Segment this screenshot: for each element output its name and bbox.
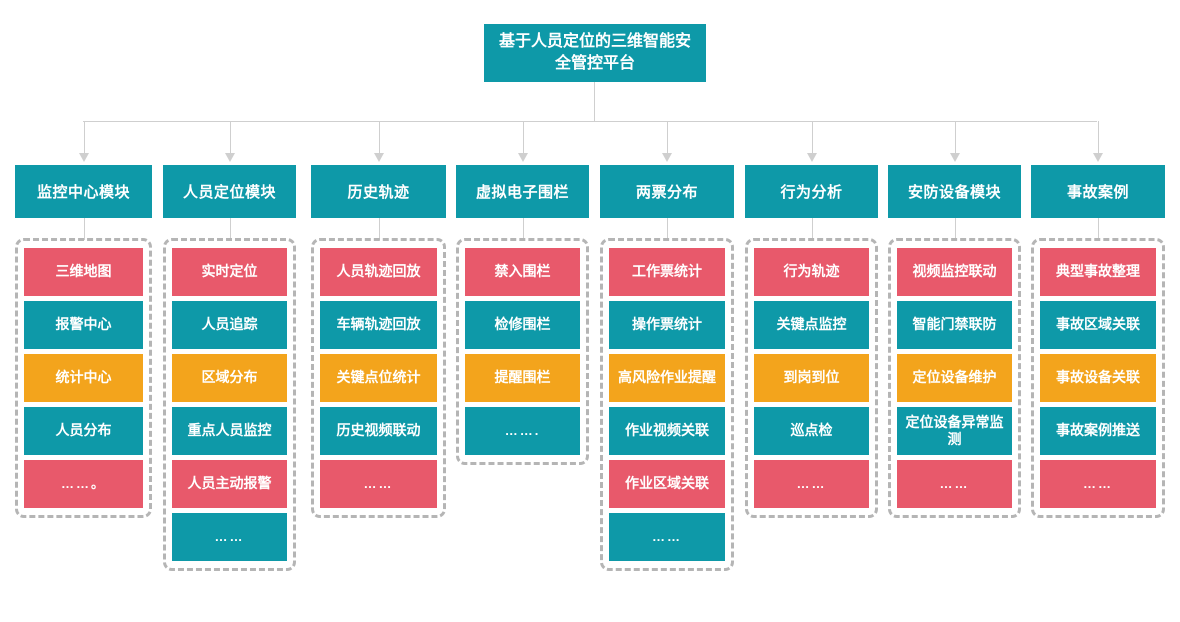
connector-arrow-4 [517,153,528,162]
connector-drop-7 [954,121,956,155]
leaf-ellipsis[interactable]: …… [320,460,437,508]
connector-arrow-2 [224,153,235,162]
column-7: 安防设备模块视频监控联动智能门禁联防定位设备维护定位设备异常监测 …… [888,165,1021,518]
column-2: 人员定位模块实时定位人员追踪区域分布重点人员监控人员主动报警 …… [163,165,296,571]
leaf-item[interactable]: 事故区域关联 [1040,301,1156,349]
connector-to-group-5 [667,218,668,240]
leaf-item[interactable]: 人员轨迹回放 [320,248,437,296]
leaf-ellipsis[interactable]: …… [1040,460,1156,508]
leaf-ellipsis[interactable]: …… [609,513,725,561]
column-5: 两票分布工作票统计操作票统计高风险作业提醒作业视频关联作业区域关联 …… [600,165,734,571]
connector-to-group-2 [229,218,231,240]
root-title-box: 基于人员定位的三维智能安全管控平台 [484,24,706,82]
leaf-item[interactable]: 事故案例推送 [1040,407,1156,455]
leaf-item[interactable]: 定位设备维护 [897,354,1012,402]
column-6: 行为分析行为轨迹关键点监控到岗到位巡点检 …… [745,165,878,518]
column-group-7: 视频监控联动智能门禁联防定位设备维护定位设备异常监测 …… [888,238,1021,518]
leaf-item[interactable]: 巡点检 [754,407,869,455]
leaf-item[interactable]: 行为轨迹 [754,248,869,296]
connector-to-group-6 [811,218,813,240]
leaf-item[interactable]: 高风险作业提醒 [609,354,725,402]
connector-to-group-1 [83,218,85,240]
column-header-2[interactable]: 人员定位模块 [163,165,296,218]
connector-to-group-4 [522,218,524,240]
leaf-item[interactable]: 典型事故整理 [1040,248,1156,296]
connector-arrow-1 [78,153,89,162]
leaf-ellipsis[interactable]: …… [172,513,287,561]
connector-to-group-3 [378,218,380,240]
column-3: 历史轨迹人员轨迹回放车辆轨迹回放关键点位统计历史视频联动 …… [311,165,446,518]
leaf-item[interactable]: 视频监控联动 [897,248,1012,296]
leaf-item[interactable]: 实时定位 [172,248,287,296]
connector-arrow-8 [1093,153,1103,162]
leaf-item[interactable]: 历史视频联动 [320,407,437,455]
leaf-item[interactable]: 工作票统计 [609,248,725,296]
column-group-3: 人员轨迹回放车辆轨迹回放关键点位统计历史视频联动 …… [311,238,446,518]
connector-bus-line [83,121,1097,122]
leaf-item[interactable]: 检修围栏 [465,301,580,349]
leaf-item[interactable]: 作业视频关联 [609,407,725,455]
column-header-3[interactable]: 历史轨迹 [311,165,446,218]
leaf-item[interactable]: 关键点监控 [754,301,869,349]
leaf-item[interactable]: 人员追踪 [172,301,287,349]
leaf-item[interactable]: 关键点位统计 [320,354,437,402]
leaf-item[interactable]: 区域分布 [172,354,287,402]
leaf-item[interactable]: 到岗到位 [754,354,869,402]
column-header-1[interactable]: 监控中心模块 [15,165,152,218]
column-group-6: 行为轨迹关键点监控到岗到位巡点检 …… [745,238,878,518]
connector-to-group-7 [954,218,956,240]
leaf-item[interactable]: 三维地图 [24,248,143,296]
column-group-8: 典型事故整理事故区域关联事故设备关联事故案例推送 …… [1031,238,1165,518]
leaf-ellipsis[interactable]: …… [897,460,1012,508]
connector-arrow-7 [949,153,960,162]
connector-drop-4 [522,121,524,155]
column-header-6[interactable]: 行为分析 [745,165,878,218]
connector-drop-6 [811,121,813,155]
leaf-ellipsis[interactable]: …… [754,460,869,508]
leaf-item[interactable]: 人员主动报警 [172,460,287,508]
column-header-8[interactable]: 事故案例 [1031,165,1165,218]
leaf-item[interactable]: 报警中心 [24,301,143,349]
leaf-item[interactable]: 智能门禁联防 [897,301,1012,349]
column-header-7[interactable]: 安防设备模块 [888,165,1021,218]
leaf-item[interactable]: 作业区域关联 [609,460,725,508]
connector-drop-5 [667,121,668,155]
column-header-5[interactable]: 两票分布 [600,165,734,218]
leaf-ellipsis[interactable]: ……。 [24,460,143,508]
leaf-item[interactable]: 车辆轨迹回放 [320,301,437,349]
connector-arrow-6 [806,153,817,162]
leaf-item[interactable]: 禁入围栏 [465,248,580,296]
leaf-item[interactable]: 人员分布 [24,407,143,455]
column-8: 事故案例典型事故整理事故区域关联事故设备关联事故案例推送 …… [1031,165,1165,518]
column-group-2: 实时定位人员追踪区域分布重点人员监控人员主动报警 …… [163,238,296,571]
column-group-4: 禁入围栏检修围栏提醒围栏 ……. [456,238,589,465]
leaf-ellipsis[interactable]: ……. [465,407,580,455]
connector-drop-2 [229,121,231,155]
leaf-item[interactable]: 提醒围栏 [465,354,580,402]
connector-drop-1 [83,121,85,155]
leaf-item[interactable]: 重点人员监控 [172,407,287,455]
connector-arrow-3 [373,153,384,162]
column-1: 监控中心模块三维地图报警中心统计中心人员分布 ……。 [15,165,152,518]
leaf-item[interactable]: 操作票统计 [609,301,725,349]
leaf-item[interactable]: 定位设备异常监测 [897,407,1012,455]
connector-arrow-5 [662,153,672,162]
column-group-5: 工作票统计操作票统计高风险作业提醒作业视频关联作业区域关联 …… [600,238,734,571]
column-header-4[interactable]: 虚拟电子围栏 [456,165,589,218]
leaf-item[interactable]: 事故设备关联 [1040,354,1156,402]
connector-to-group-8 [1098,218,1099,240]
connector-drop-3 [378,121,380,155]
connector-drop-8 [1098,121,1099,155]
column-group-1: 三维地图报警中心统计中心人员分布 ……。 [15,238,152,518]
column-4: 虚拟电子围栏禁入围栏检修围栏提醒围栏 ……. [456,165,589,465]
leaf-item[interactable]: 统计中心 [24,354,143,402]
root-connector-stem [594,82,595,122]
